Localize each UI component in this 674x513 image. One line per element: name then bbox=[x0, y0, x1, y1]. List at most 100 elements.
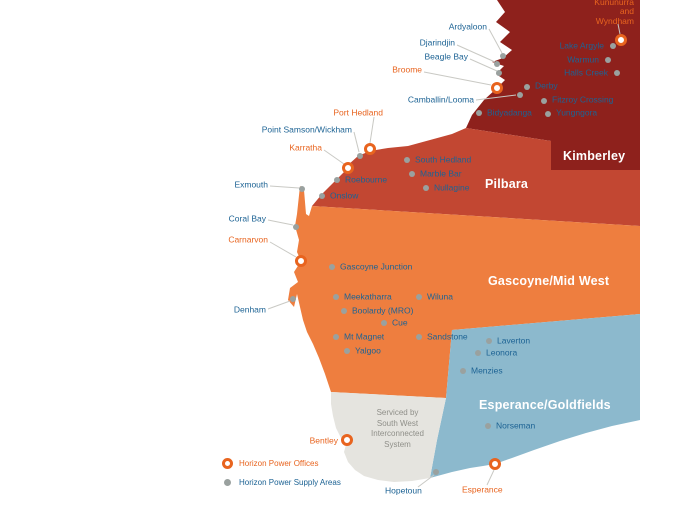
supply-marker bbox=[416, 294, 422, 300]
leader-line bbox=[267, 300, 291, 310]
leader-line bbox=[488, 28, 503, 54]
legend: Horizon Power Offices Horizon Power Supp… bbox=[222, 458, 341, 496]
supply-marker bbox=[329, 264, 335, 270]
office-marker bbox=[341, 434, 353, 446]
legend-offices-row: Horizon Power Offices bbox=[222, 458, 341, 469]
town-label: Norseman bbox=[496, 420, 536, 431]
town-label: Fitzroy Crossing bbox=[552, 94, 614, 105]
leader-line bbox=[269, 241, 297, 258]
region-kimberley-shape bbox=[466, 0, 640, 170]
town-label: Leonora bbox=[486, 347, 518, 358]
swis-note-line: System bbox=[384, 439, 411, 449]
region-esperance-shape bbox=[430, 314, 640, 478]
leader-line bbox=[267, 219, 294, 226]
supply-marker bbox=[381, 320, 387, 326]
town-label: Sandstone bbox=[427, 331, 468, 342]
legend-supply-label: Horizon Power Supply Areas bbox=[239, 478, 341, 487]
town-label: Coral Bay bbox=[228, 213, 266, 224]
town-label: South Hedland bbox=[415, 154, 472, 165]
supply-marker bbox=[500, 53, 506, 59]
markers-layer bbox=[290, 34, 627, 475]
leader-line bbox=[323, 149, 345, 165]
region-label-pilbara: Pilbara bbox=[485, 177, 529, 191]
region-pilbara-shape bbox=[312, 128, 640, 226]
office-marker bbox=[615, 34, 627, 46]
town-label: Point Samson/Wickham bbox=[261, 124, 352, 135]
leader-line bbox=[456, 44, 496, 63]
town-label: Djarindjin bbox=[419, 37, 455, 48]
swis-note: Serviced by South West Interconnected Sy… bbox=[355, 408, 440, 450]
region-label-kimberley: Kimberley bbox=[563, 149, 626, 163]
supply-marker bbox=[409, 171, 415, 177]
town-label: Lake Argyle bbox=[559, 40, 604, 51]
swis-note-line: South West bbox=[376, 418, 419, 428]
swis-note-line: Serviced by bbox=[376, 408, 419, 417]
supply-marker bbox=[293, 224, 299, 230]
town-label: Bidyadanga bbox=[487, 107, 532, 118]
office-marker bbox=[364, 143, 376, 155]
town-label: Boolardy (MRO) bbox=[352, 305, 414, 316]
supply-marker bbox=[333, 334, 339, 340]
supply-marker-icon bbox=[224, 479, 231, 486]
town-label: Kununurra and Wyndham bbox=[594, 0, 634, 26]
supply-marker bbox=[517, 92, 523, 98]
swis-note-line: Interconnected bbox=[371, 429, 424, 438]
regions-layer bbox=[288, 0, 640, 482]
legend-supply-row: Horizon Power Supply Areas bbox=[222, 478, 341, 487]
town-label: Beagle Bay bbox=[424, 51, 468, 62]
supply-marker bbox=[290, 296, 296, 302]
supply-marker bbox=[334, 177, 340, 183]
town-label: Derby bbox=[535, 80, 558, 91]
town-label: Esperance bbox=[462, 484, 503, 495]
town-label: Yungngora bbox=[556, 107, 598, 118]
town-label: Menzies bbox=[471, 365, 503, 376]
supply-marker bbox=[476, 110, 482, 116]
town-label: Meekatharra bbox=[344, 291, 392, 302]
office-marker bbox=[491, 82, 503, 94]
leader-lines-layer bbox=[267, 23, 621, 488]
supply-marker bbox=[614, 70, 620, 76]
supply-marker bbox=[475, 350, 481, 356]
supply-marker bbox=[433, 469, 439, 475]
supply-marker bbox=[319, 193, 325, 199]
town-label: Ardyaloon bbox=[448, 21, 487, 32]
town-label: Halls Creek bbox=[564, 67, 608, 78]
office-marker bbox=[342, 162, 354, 174]
leader-line bbox=[475, 94, 517, 101]
supply-marker bbox=[357, 153, 363, 159]
town-label: Cue bbox=[392, 317, 408, 328]
supply-marker bbox=[341, 308, 347, 314]
town-label: Yalgoo bbox=[355, 345, 381, 356]
supply-marker bbox=[494, 61, 500, 67]
supply-marker bbox=[299, 186, 305, 192]
supply-marker bbox=[605, 57, 611, 63]
supply-marker bbox=[460, 368, 466, 374]
town-label: Denham bbox=[233, 304, 266, 315]
supply-marker bbox=[416, 334, 422, 340]
supply-marker bbox=[344, 348, 350, 354]
town-label: Nullagine bbox=[434, 182, 470, 193]
town-label: Camballin/Looma bbox=[407, 94, 474, 105]
supply-marker bbox=[423, 185, 429, 191]
supply-marker bbox=[333, 294, 339, 300]
supply-marker bbox=[496, 70, 502, 76]
town-label: Gascoyne Junction bbox=[340, 261, 413, 272]
leader-line bbox=[417, 474, 435, 488]
office-marker-icon bbox=[222, 458, 233, 469]
office-marker bbox=[489, 458, 501, 470]
region-gascoyne-shape bbox=[288, 186, 640, 398]
town-label: Onslow bbox=[330, 190, 359, 201]
leader-line bbox=[486, 469, 495, 486]
leader-line bbox=[353, 131, 360, 153]
supply-marker bbox=[545, 111, 551, 117]
supply-marker bbox=[485, 423, 491, 429]
leader-line bbox=[617, 23, 621, 35]
leader-line bbox=[423, 71, 492, 86]
leader-line bbox=[369, 116, 375, 144]
town-label: Roebourne bbox=[345, 174, 388, 185]
town-label: Port Hedland bbox=[333, 107, 383, 118]
town-label: Exmouth bbox=[234, 179, 268, 190]
leader-line bbox=[469, 58, 498, 72]
